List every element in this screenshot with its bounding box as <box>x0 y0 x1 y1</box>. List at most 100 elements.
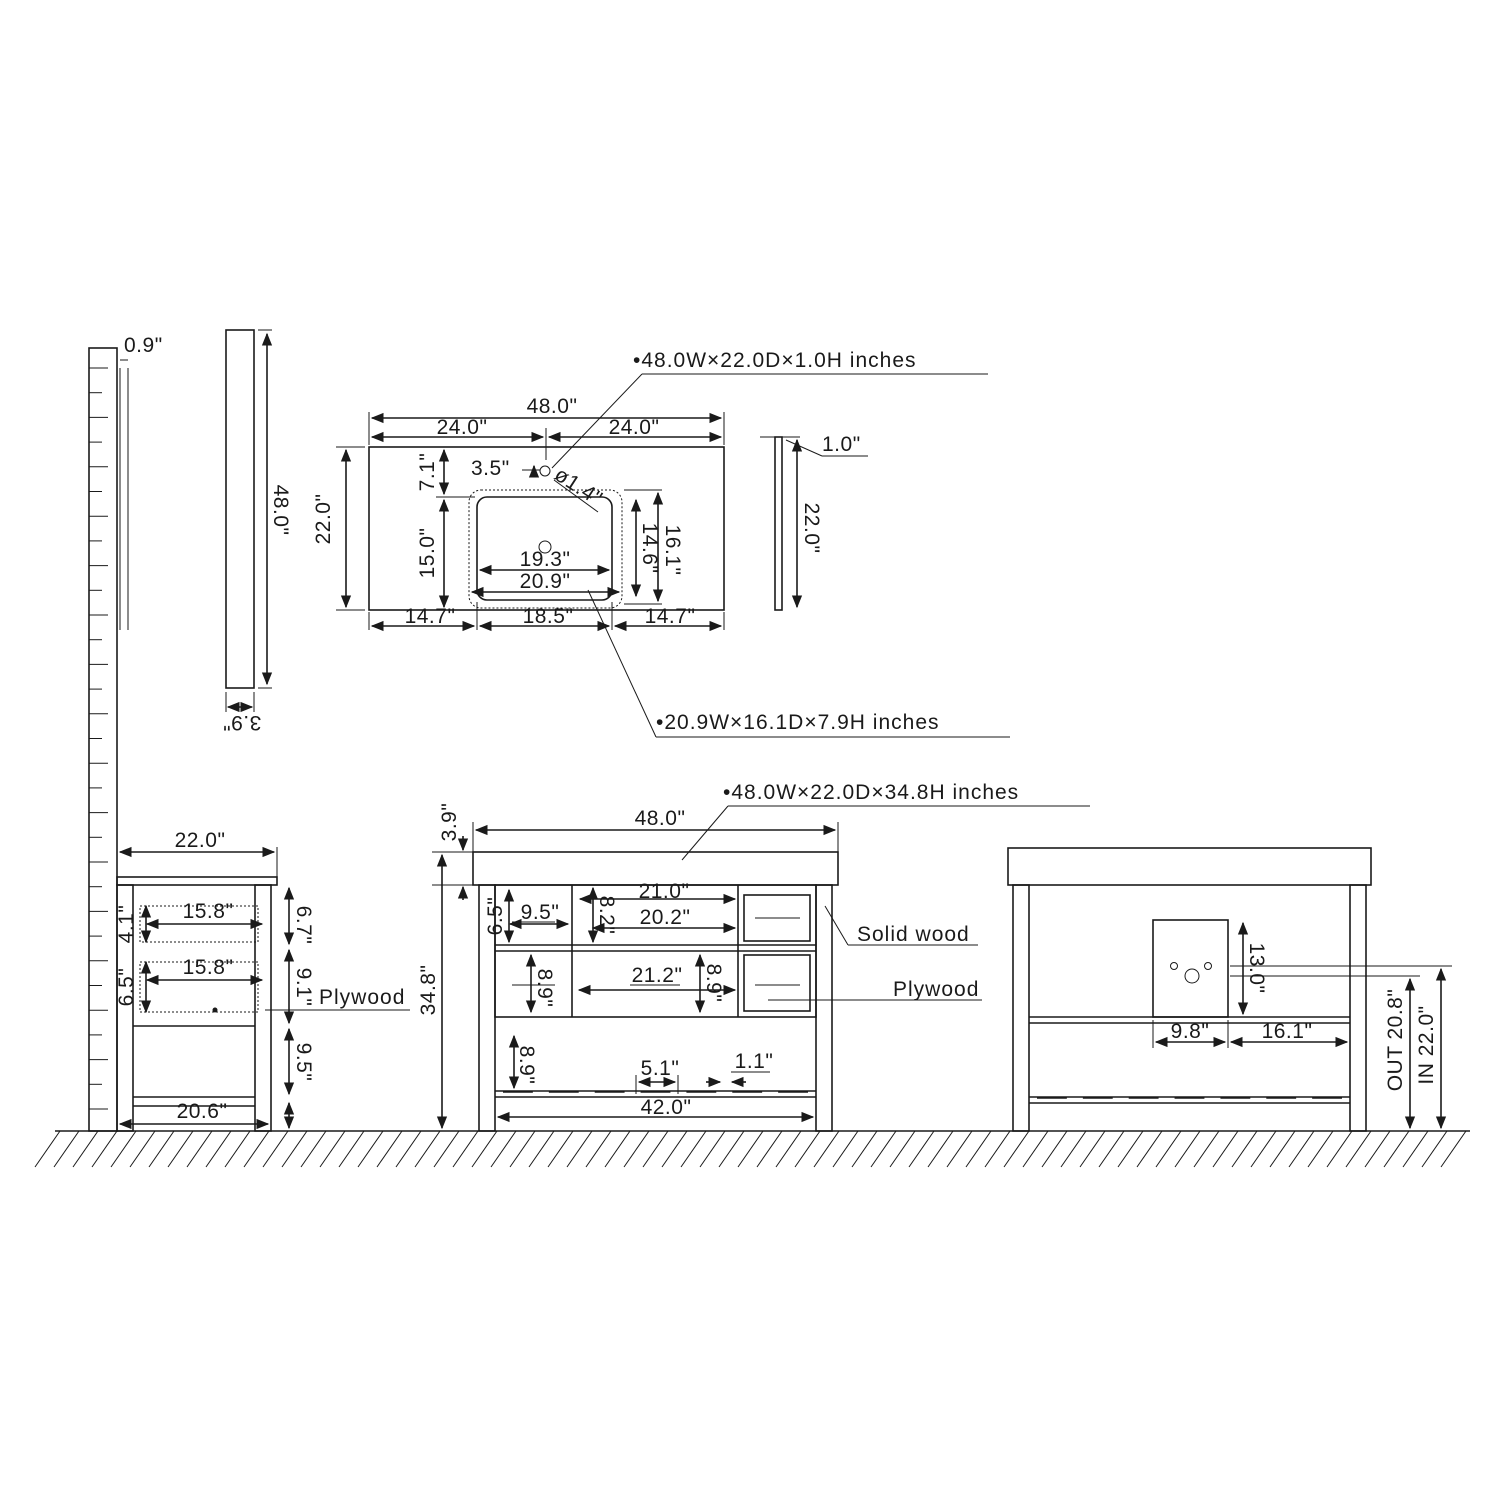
ground-hatch-line <box>319 1130 346 1168</box>
front-view: •48.0W×22.0D×34.8H inches 48.0" 3.9" 34.… <box>417 781 1090 1132</box>
side-drawer2-height: 6.5" <box>115 968 138 1007</box>
slab-side-depth: 22.0" <box>800 503 823 554</box>
ground-hatch-line <box>1212 1130 1239 1168</box>
ground-hatch-line <box>870 1130 897 1168</box>
front-total-height: 34.8" <box>417 965 440 1016</box>
faucet-offset: 7.1" <box>416 453 439 492</box>
ground-hatch-line <box>908 1130 935 1168</box>
ground-hatch-line <box>756 1130 783 1168</box>
backsplash-height-label: 3.9" <box>223 711 262 734</box>
ground-hatch-line <box>1060 1130 1087 1168</box>
ground-hatch-line <box>1364 1130 1391 1168</box>
ground-hatch-line <box>414 1130 441 1168</box>
ground-hatch-line <box>471 1130 498 1168</box>
slab-thickness: 1.0" <box>822 433 861 456</box>
ground-hatch-line <box>1402 1130 1429 1168</box>
ground-hatch-line <box>965 1130 992 1168</box>
ground-hatch-line <box>1250 1130 1277 1168</box>
front-top-drawer-height: 8.2" <box>595 896 618 935</box>
ground-hatch-line <box>851 1130 878 1168</box>
ground-hatch-line <box>1003 1130 1030 1168</box>
sink-front-gap: 15.0" <box>416 528 439 579</box>
ground-hatch-line <box>585 1130 612 1168</box>
backsplash-thickness-label: 0.9" <box>124 334 163 357</box>
ground-hatch-line <box>1193 1130 1220 1168</box>
side-mid-rail: 9.1" <box>292 968 315 1007</box>
side-plywood-label: Plywood <box>319 986 405 1009</box>
sink-width-inner: 19.3" <box>520 548 571 571</box>
front-small-drawer-width: 9.5" <box>521 901 560 924</box>
side-drawer1-height: 4.1" <box>115 905 138 944</box>
front-inner-width: 42.0" <box>641 1096 692 1119</box>
ground-hatch-line <box>452 1130 479 1168</box>
front-open-shelf-height: 8.9" <box>515 1046 538 1085</box>
ground-hatch-line <box>1231 1130 1258 1168</box>
ground-hatch-line <box>1174 1130 1201 1168</box>
ground-hatch-line <box>129 1130 156 1168</box>
back-panel-height: 13.0" <box>1245 943 1268 994</box>
back-drain-in: IN 22.0" <box>1415 1005 1438 1084</box>
ground-hatch-line <box>1041 1130 1068 1168</box>
ground-hatch-line <box>566 1130 593 1168</box>
front-mid-drawer-width: 21.2" <box>632 964 683 987</box>
ground-hatch-line <box>91 1130 118 1168</box>
front-slat-width: 5.1" <box>641 1057 680 1080</box>
ground-hatch-line <box>547 1130 574 1168</box>
ground-hatch-line <box>395 1130 422 1168</box>
side-open-height: 9.5" <box>292 1043 315 1082</box>
ground-hatch-line <box>1421 1130 1448 1168</box>
slab-width-total: 48.0" <box>527 395 578 418</box>
ground-hatch-line <box>528 1130 555 1168</box>
ground-hatch-line <box>433 1130 460 1168</box>
top-slab-plan: •48.0W×22.0D×1.0H inches 48.0" 24.0" 24.… <box>312 349 1010 738</box>
ground-hatch-line <box>699 1130 726 1168</box>
ground-hatch-line <box>1326 1130 1353 1168</box>
ground-hatch-line <box>984 1130 1011 1168</box>
ground-hatch-line <box>262 1130 289 1168</box>
ground-hatch-line <box>1117 1130 1144 1168</box>
ground-hatch-line <box>718 1130 745 1168</box>
side-drawer2-depth: 15.8" <box>183 956 234 979</box>
back-panel-right: 16.1" <box>1262 1020 1313 1043</box>
side-drawer1-depth: 15.8" <box>183 900 234 923</box>
back-panel-offset: 9.8" <box>1171 1020 1210 1043</box>
ground-hatch-line <box>205 1130 232 1168</box>
backsplash-drawing: 48.0" 3.9" 0.9" <box>119 329 292 734</box>
ground-hatch-line <box>794 1130 821 1168</box>
sink-depth-outer: 16.1" <box>661 525 684 576</box>
side-top-rail: 6.7" <box>292 906 315 945</box>
side-base-depth: 20.6" <box>177 1100 228 1123</box>
ground-hatch-line <box>1345 1130 1372 1168</box>
ground-hatch-line <box>604 1130 631 1168</box>
slab-depth: 22.0" <box>312 494 335 545</box>
ground-hatch-line <box>243 1130 270 1168</box>
sink-cutout-width: 18.5" <box>523 605 574 628</box>
faucet-spacing: 3.5" <box>471 457 510 480</box>
height-ruler <box>88 347 118 1132</box>
ground-hatch-line <box>680 1130 707 1168</box>
sink-depth-inner: 14.6" <box>638 523 661 574</box>
ground-hatch-line <box>224 1130 251 1168</box>
ground-hatch-line <box>832 1130 859 1168</box>
top-slab-edge: 22.0" 1.0" <box>760 433 868 611</box>
ground-hatch-line <box>623 1130 650 1168</box>
sink-width-outer: 20.9" <box>520 570 571 593</box>
front-side-drawer-height: 8.9" <box>533 969 556 1008</box>
ground-hatch-line <box>300 1130 327 1168</box>
ground-hatch-line <box>1288 1130 1315 1168</box>
slab-width-right: 24.0" <box>609 416 660 439</box>
ground-hatch-line <box>338 1130 365 1168</box>
ground-hatch-line <box>376 1130 403 1168</box>
front-top-drawer-inner: 20.2" <box>640 906 691 929</box>
side-depth: 22.0" <box>175 829 226 852</box>
ground-hatch-line <box>642 1130 669 1168</box>
ground-hatch-line <box>186 1130 213 1168</box>
ground-hatch-line <box>281 1130 308 1168</box>
ground-hatch-line <box>1383 1130 1410 1168</box>
ground-hatch-line <box>357 1130 384 1168</box>
ground-hatch-line <box>167 1130 194 1168</box>
ground-hatch-line <box>1440 1130 1467 1168</box>
ground-hatch-line <box>1079 1130 1106 1168</box>
front-small-drawer-height: 6.5" <box>484 897 507 936</box>
